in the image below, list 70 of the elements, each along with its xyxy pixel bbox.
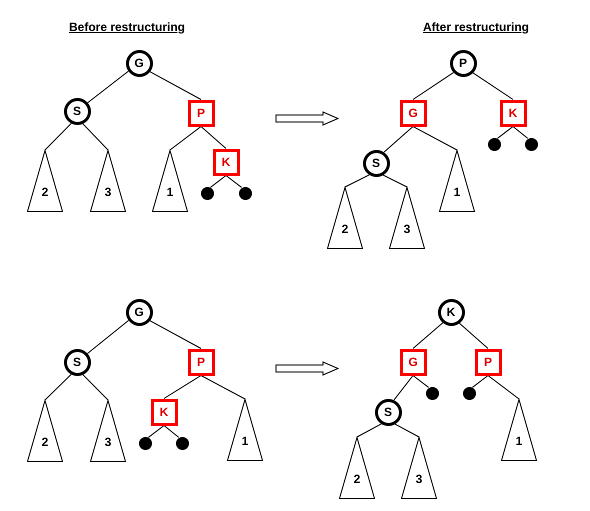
tree-edge [164,425,180,438]
tree-edge [226,175,242,188]
tree-edge [82,122,108,150]
tree-edge [472,375,488,388]
tree-edge [412,375,430,388]
tree-edge [149,320,202,349]
leaf-dot [524,138,538,150]
tree-edge [200,375,246,400]
tree-node-square: G [400,348,426,376]
tree-edge [356,423,382,438]
leaf-dot [200,186,214,200]
tree-edge [472,72,514,100]
leaf-dot [462,386,476,400]
tree-edge [210,175,226,188]
subtree-triangle: 3 [389,187,425,249]
subtree-triangle: 1 [227,399,263,461]
tree-edge [200,126,226,149]
tree-node-circle: G [126,50,152,76]
subtree-triangle: 1 [152,150,188,212]
leaf-dot [426,386,438,400]
tree-edge [149,70,202,100]
tree-node-circle: S [64,348,90,376]
tree-edge [394,423,420,438]
tree-node-circle: G [126,298,152,326]
subtree-triangle: 1 [439,150,475,212]
tree-edge [412,322,444,349]
tree-node-square: K [500,100,526,126]
subtree-triangle: 2 [27,400,63,462]
tree-edge [412,72,454,100]
tree-edge [87,70,129,104]
tree-node-circle: K [438,298,464,326]
tree-edge [170,126,202,150]
tree-edge [82,374,108,400]
tree-edge [44,122,72,150]
subtree-triangle: 3 [401,437,437,499]
leaf-dot [488,138,500,150]
tree-node-circle: P [450,50,476,76]
tree-node-square: K [150,398,178,426]
tree-node-square: K [212,148,240,176]
subtree-triangle: 2 [327,187,363,249]
tree-edge [148,425,164,438]
heading: After restructuring [423,20,529,34]
subtree-triangle: 2 [339,437,375,499]
subtree-triangle: 1 [501,399,537,461]
tree-edge [412,126,458,150]
leaf-dot [176,436,188,450]
subtree-triangle: 2 [27,150,63,212]
tree-node-square: P [188,100,214,126]
subtree-triangle: 3 [90,150,126,212]
tree-edge [384,126,414,153]
tree-edge [164,375,202,399]
tree-edge [512,126,528,139]
tree-node-circle: S [64,98,90,124]
tree-edge [394,375,414,400]
tree-node-circle: S [374,398,402,426]
tree-edge [496,126,514,139]
tree-edge [458,322,488,349]
tree-edge [488,375,520,400]
tree-node-circle: S [362,150,390,176]
leaf-dot [138,436,152,450]
leaf-dot [238,186,252,200]
tree-edge [344,174,370,188]
tree-edge [87,320,129,354]
tree-node-square: P [188,348,214,376]
tree-edge [44,374,72,400]
tree-node-square: G [400,100,426,126]
tree-node-square: P [474,348,502,376]
subtree-triangle: 3 [90,400,126,462]
heading: Before restructuring [68,20,186,34]
tree-edge [382,174,408,188]
